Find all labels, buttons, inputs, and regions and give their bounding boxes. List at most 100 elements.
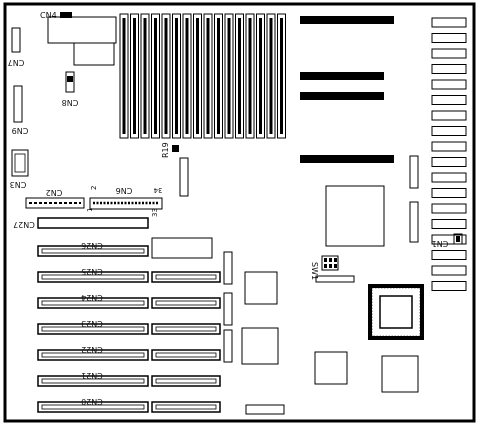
sw1-switch-pos-3: [334, 258, 337, 262]
cn6-pin33-label: 33: [151, 208, 159, 217]
simm-slot: [182, 13, 192, 139]
cn4-header: [60, 12, 72, 18]
cn1-inner: [456, 236, 460, 242]
cn3-inner: [14, 153, 26, 173]
vertical-part-a: [223, 251, 233, 285]
simm-slot: [172, 13, 181, 139]
header-top-d: [300, 155, 394, 163]
expansion-slot-label-cn22: CN22: [81, 345, 103, 354]
vertical-part-b: [223, 292, 233, 326]
memory-slots: [119, 13, 286, 139]
expansion-slot-cn24: CN24: [37, 293, 221, 309]
cn4-label: CN4: [40, 11, 57, 20]
simm-slot: [245, 13, 255, 139]
right-connector: [431, 188, 467, 198]
r19-label: R19: [161, 142, 170, 158]
expansion-slot-cn26: CN26: [37, 241, 149, 257]
simm-slot: [119, 13, 129, 139]
expansion-slot-cn21: CN21: [37, 371, 221, 387]
cn3-label: CN3: [10, 180, 27, 189]
simm-slot: [277, 13, 286, 139]
vertical-part-right-a: [409, 155, 419, 189]
sw1-switch-pos-1: [324, 258, 327, 262]
chip-top-left-a: [47, 16, 117, 44]
expansion-slot-label-cn24: CN24: [81, 293, 103, 302]
chip-square-c: [314, 351, 348, 385]
cn6-header: [89, 197, 163, 210]
header-top-c: [300, 92, 384, 100]
chip-top-left-b: [73, 42, 115, 66]
expansion-slot-label-cn23: CN23: [81, 319, 103, 328]
expansion-slot-cn20: CN20: [37, 397, 221, 413]
sw1-switch-pos-2: [329, 258, 332, 262]
right-connector: [431, 281, 467, 291]
chip-near-cn26: [151, 237, 213, 259]
cn8-jumper: [65, 71, 75, 93]
cn1-label: CN1: [432, 239, 449, 248]
header-top-a: [300, 16, 394, 24]
cn9-connector: [13, 85, 23, 123]
cpu-socket: [368, 284, 424, 340]
cn6-pin34-label: 34: [153, 186, 162, 194]
right-connector: [431, 203, 467, 214]
right-connector: [431, 157, 467, 167]
cn6-pin2-label: 2: [90, 186, 98, 190]
simm-slot: [151, 13, 160, 139]
cn9-label: CN9: [12, 126, 29, 135]
right-connector: [431, 33, 467, 43]
vertical-part-c: [223, 329, 233, 363]
right-connector: [431, 265, 467, 276]
cn7-connector: [11, 27, 21, 53]
simm-slot: [214, 13, 223, 139]
expansion-slot-label-cn26: CN26: [81, 241, 103, 250]
expansion-slot-cn25: CN25: [37, 267, 221, 283]
cn2-header: [25, 197, 85, 209]
chip-square-d: [381, 355, 419, 393]
expansion-slot-label-cn20: CN20: [81, 397, 103, 406]
right-connector: [431, 219, 467, 229]
cn1-connector: [453, 233, 463, 245]
chip-center-large: [325, 185, 385, 247]
simm-slot: [203, 13, 213, 139]
simm-slot: [130, 13, 139, 139]
cn27-label: CN27: [13, 220, 35, 229]
right-connector: [431, 79, 467, 90]
r19-part: [172, 145, 179, 152]
right-connector: [431, 234, 467, 245]
expansion-slot-label-cn21: CN21: [81, 371, 103, 380]
chip-square-a: [244, 271, 278, 305]
sw1-label: SW1: [310, 262, 319, 280]
cn27-slot: [37, 217, 149, 229]
simm-slot: [140, 13, 150, 139]
cn2-label: CN2: [46, 188, 63, 197]
chip-square-b: [241, 327, 279, 365]
right-connector: [431, 48, 467, 59]
expansion-slot-label-cn25: CN25: [81, 267, 103, 276]
cn7-label: CN7: [8, 58, 25, 67]
chip-bottom-small: [245, 404, 285, 415]
cn3-connector: [11, 149, 29, 177]
cn6-label: CN6: [116, 186, 133, 195]
sw1-switch-pos-5: [329, 264, 332, 268]
sw1-switch: [321, 255, 339, 271]
expansion-slot-cn23: CN23: [37, 319, 221, 335]
board-outline: [3, 2, 476, 423]
small-strip-right: [315, 275, 355, 283]
header-top-b: [300, 72, 384, 80]
simm-slot: [193, 13, 202, 139]
right-connector: [431, 172, 467, 183]
cn8-jumper-cap: [67, 76, 73, 82]
simm-slot: [266, 13, 276, 139]
sw1-switch-pos-4: [324, 264, 327, 268]
simm-slot: [161, 13, 171, 139]
cn6-pin1-label: 1: [86, 208, 94, 212]
right-connector: [431, 64, 467, 74]
cn8-label: CN8: [62, 98, 79, 107]
expansion-slot-cn22: CN22: [37, 345, 221, 361]
vertical-chip-center: [179, 157, 189, 197]
right-connector: [431, 110, 467, 121]
simm-slot: [235, 13, 244, 139]
right-connector: [431, 95, 467, 105]
